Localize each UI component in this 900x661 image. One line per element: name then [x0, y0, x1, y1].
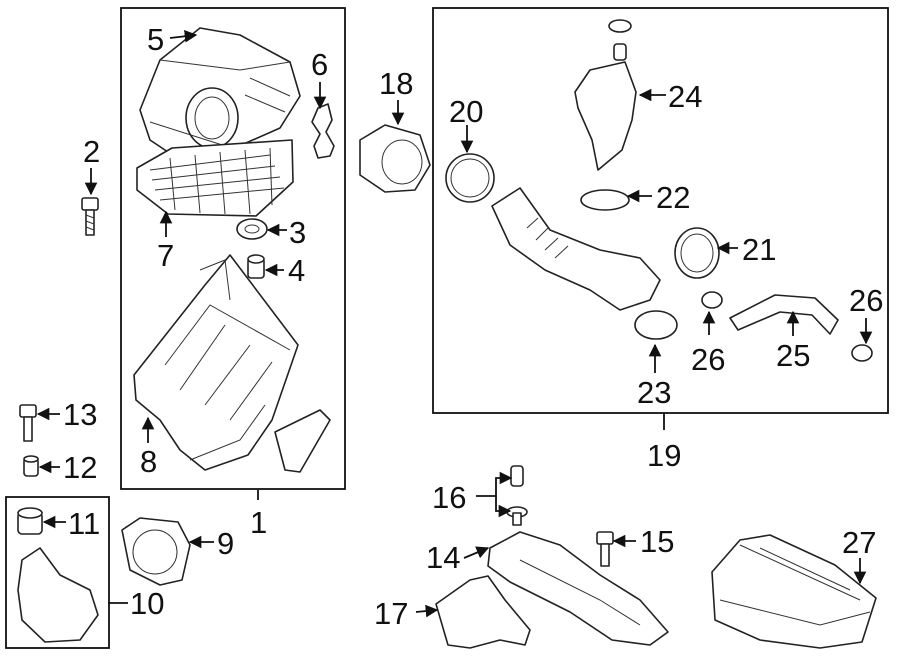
air-guide-duct — [435, 575, 531, 649]
callout-15: 15 — [640, 524, 674, 559]
hose-clamp-inner — [680, 233, 714, 273]
hose-clamp — [674, 227, 720, 279]
callout-8: 8 — [140, 444, 157, 479]
resonator-group-box — [5, 496, 110, 649]
callout-12: 12 — [63, 450, 97, 485]
callout-11: 11 — [68, 506, 100, 541]
callout-6: 6 — [311, 47, 328, 82]
bolt — [596, 531, 614, 567]
air-filter-element — [136, 139, 294, 217]
hose-ribs — [526, 217, 569, 259]
bolt — [81, 197, 99, 236]
grommet — [23, 455, 39, 477]
leader-lines — [36, 30, 873, 618]
callout-24: 24 — [668, 79, 702, 114]
callout-1: 1 — [250, 505, 267, 540]
callout-13: 13 — [63, 397, 97, 432]
hose-clamp — [580, 189, 630, 211]
callout-27: 27 — [842, 525, 876, 560]
callout-18: 18 — [379, 66, 413, 101]
push-pin — [506, 465, 528, 526]
grommet — [613, 43, 627, 61]
callout-7: 7 — [157, 238, 174, 273]
callout-22: 22 — [656, 180, 690, 215]
hose-clamp — [445, 153, 495, 203]
callout-23: 23 — [637, 375, 671, 410]
mass-airflow-sensor — [359, 124, 431, 193]
air-cleaner-lower-housing — [133, 254, 299, 471]
hose-clamp-small — [851, 344, 873, 362]
callout-26-left: 26 — [691, 342, 725, 377]
intake-resonator — [574, 61, 637, 171]
grommet-ring — [236, 218, 268, 240]
grommet — [247, 254, 265, 279]
bolt — [19, 404, 37, 442]
callout-4: 4 — [288, 253, 305, 288]
duct-adapter — [121, 517, 191, 586]
callout-16: 16 — [432, 480, 466, 515]
callout-19: 19 — [647, 438, 681, 473]
callout-21: 21 — [742, 232, 776, 267]
duct-adapter-opening — [132, 529, 178, 575]
intake-hose-kit-box — [432, 7, 889, 414]
resonator — [17, 547, 99, 643]
callout-14: 14 — [426, 540, 460, 575]
callout-2: 2 — [83, 134, 100, 169]
air-cleaner-assembly-box — [120, 7, 346, 490]
callout-20: 20 — [449, 94, 483, 129]
control-module-cover — [711, 534, 877, 649]
callout-17: 17 — [374, 596, 408, 631]
callout-5: 5 — [147, 22, 164, 57]
callout-10: 10 — [130, 586, 164, 621]
air-cleaner-upper-cover — [139, 27, 301, 161]
hose-clamp-small — [701, 291, 723, 309]
breather-hose — [729, 294, 839, 335]
callout-9: 9 — [217, 526, 234, 561]
o-ring — [608, 19, 632, 33]
callout-3: 3 — [289, 215, 306, 250]
seal-gasket — [274, 409, 331, 473]
grommet — [17, 507, 43, 535]
callout-25: 25 — [776, 338, 810, 373]
hose-clamp — [634, 310, 678, 340]
bracket-rib — [519, 559, 641, 626]
bracket-clip — [311, 103, 335, 159]
callout-26-right: 26 — [849, 283, 883, 318]
callout-labels: 1 2 3 4 5 6 7 8 9 10 11 12 13 14 15 16 1… — [63, 22, 883, 631]
hose-clamp-inner — [450, 158, 490, 198]
intake-hose — [491, 187, 661, 311]
